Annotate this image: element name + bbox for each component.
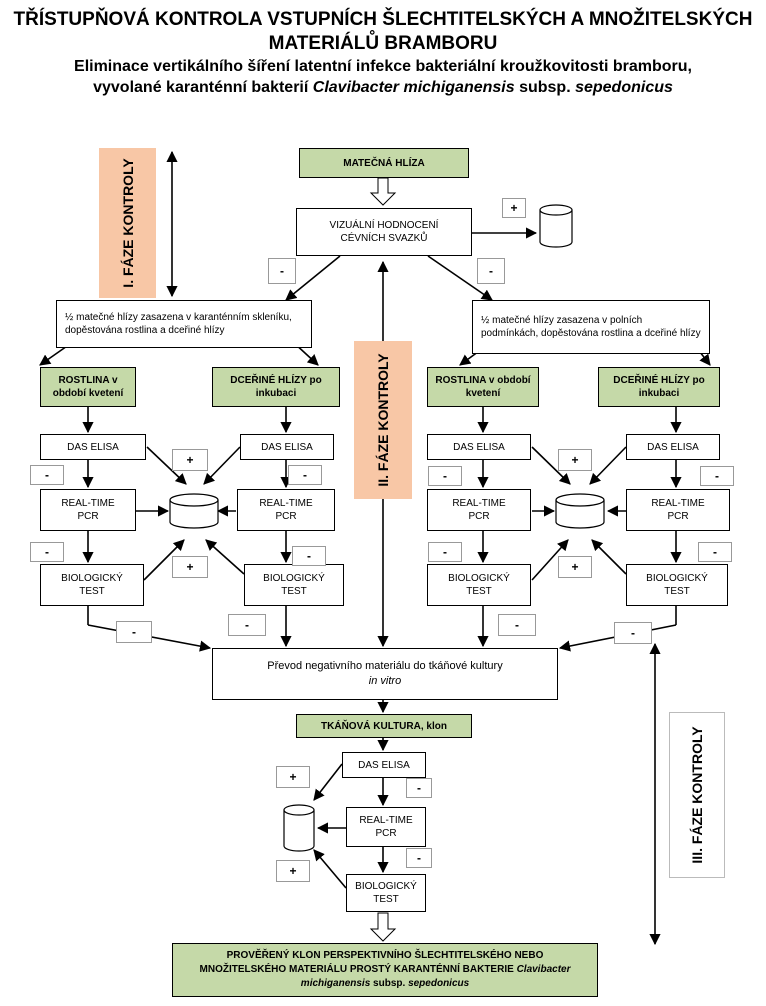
das-elisa-box-5: DAS ELISA xyxy=(342,752,426,778)
final-clone-box: PROVĚŘENÝ KLON PERSPEKTIVNÍHO ŠLECHTITEL… xyxy=(172,943,598,997)
left-plant-box: ROSTLINA v období kvetení xyxy=(40,367,136,407)
minus-sign: - xyxy=(498,614,536,636)
minus-sign: - xyxy=(228,614,266,636)
arrow-visual-to-left-half xyxy=(285,255,341,301)
minus-sign: - xyxy=(428,542,462,562)
database-top-icon xyxy=(539,204,573,248)
plus-sign: + xyxy=(276,766,310,788)
minus-sign: - xyxy=(428,466,462,486)
minus-sign: - xyxy=(698,542,732,562)
hollow-arrow-bio-to-final xyxy=(369,912,397,942)
hollow-arrow-mother-to-visual xyxy=(369,177,397,206)
minus-sign: - xyxy=(614,622,652,644)
tissue-culture-box: TKÁŇOVÁ KULTURA, klon xyxy=(296,714,472,738)
minus-sign: - xyxy=(116,621,152,643)
plus-sign: + xyxy=(502,198,526,218)
right-tubers-box: DCEŘINÉ HLÍZY po inkubaci xyxy=(598,367,720,407)
das-elisa-box-3: DAS ELISA xyxy=(427,434,531,460)
plus-sign: + xyxy=(276,860,310,882)
mother-tuber-box: MATEČNÁ HLÍZA xyxy=(299,148,469,178)
right-plant-box: ROSTLINA v období kvetení xyxy=(427,367,539,407)
phase2-label: II. FÁZE KONTROLY xyxy=(354,341,412,499)
phase3-label: III. FÁZE KONTROLY xyxy=(669,712,725,878)
arrow-visual-to-right-half xyxy=(427,255,493,301)
minus-sign: - xyxy=(700,466,734,486)
minus-sign: - xyxy=(477,258,505,284)
main-title-line2: MATERIÁLŮ BRAMBORU xyxy=(268,33,498,54)
subtitle: Eliminace vertikálního šíření latentní i… xyxy=(0,56,766,98)
plus-sign: + xyxy=(172,449,208,471)
plus-sign: + xyxy=(558,449,592,471)
minus-sign: - xyxy=(292,546,326,566)
database-bottom-icon xyxy=(283,804,315,852)
minus-sign: - xyxy=(406,778,432,798)
das-elisa-box-1: DAS ELISA xyxy=(40,434,146,460)
das-elisa-box-4: DAS ELISA xyxy=(626,434,720,460)
main-title: TŘÍSTUPŇOVÁ KONTROLA VSTUPNÍCH ŠLECHTITE… xyxy=(0,8,766,56)
phase1-label: I. FÁZE KONTROLY xyxy=(99,148,156,298)
minus-sign: - xyxy=(268,258,296,284)
database-left-icon xyxy=(169,493,219,529)
left-half-box: ½ matečné hlízy zasazena v karanténním s… xyxy=(56,300,312,348)
right-half-box: ½ matečné hlízy zasazena v polních podmí… xyxy=(472,300,710,354)
subtitle-line2: vyvolané karanténní bakterií Clavibacter… xyxy=(93,79,673,96)
minus-sign: - xyxy=(288,465,322,485)
minus-sign: - xyxy=(30,542,64,562)
database-right-icon xyxy=(555,493,605,529)
visual-evaluation-box: VIZUÁLNÍ HODNOCENÍ CÉVNÍCH SVAZKŮ xyxy=(296,208,472,256)
left-tubers-box: DCEŘINÉ HLÍZY po inkubaci xyxy=(212,367,340,407)
das-elisa-box-2: DAS ELISA xyxy=(240,434,334,460)
plus-sign: + xyxy=(172,556,208,578)
minus-sign: - xyxy=(406,848,432,868)
plus-sign: + xyxy=(558,556,592,578)
transfer-in-vitro-box: Převod negativního materiálu do tkáňové … xyxy=(212,648,558,700)
minus-sign: - xyxy=(30,465,64,485)
main-title-line1: TŘÍSTUPŇOVÁ KONTROLA VSTUPNÍCH ŠLECHTITE… xyxy=(13,9,753,30)
subtitle-line1: Eliminace vertikálního šíření latentní i… xyxy=(74,58,692,75)
